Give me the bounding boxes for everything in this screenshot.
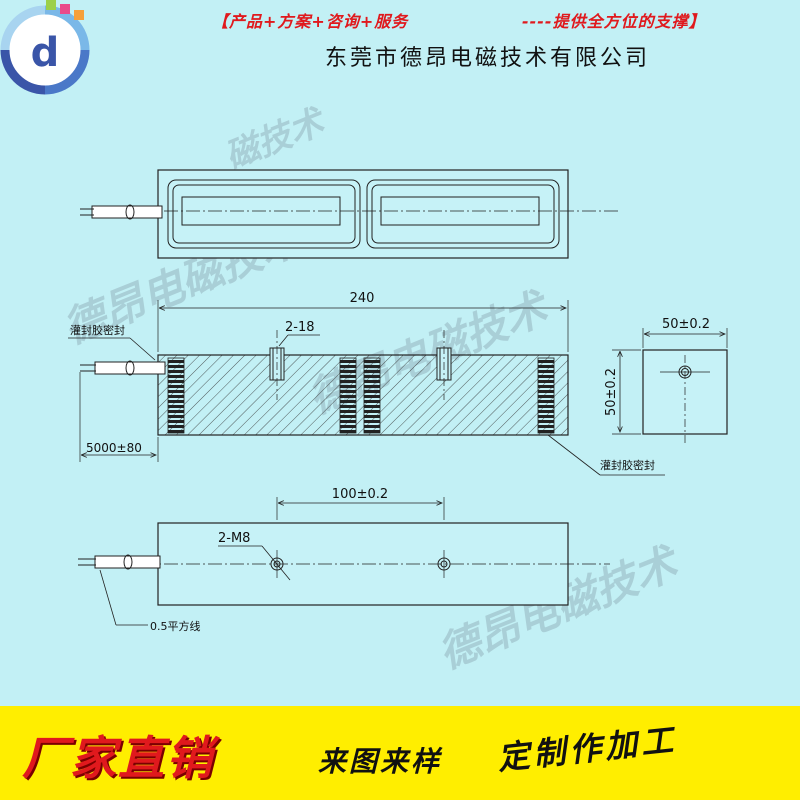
potting-label-left: 灌封胶密封: [70, 323, 125, 337]
banner-direct-sale: 厂家直销: [22, 731, 214, 785]
dim-length-label: 240: [350, 291, 375, 306]
dim-lead-label: 5000±80: [86, 441, 142, 455]
dim-width-label: 50±0.2: [662, 317, 710, 332]
svg-text:d: d: [31, 30, 60, 76]
slogan-left: 【产品+方案+咨询+服务: [212, 12, 409, 31]
company-name: 东莞市德昂电磁技术有限公司: [325, 46, 651, 71]
top-view: [80, 169, 620, 259]
dim-height-label: 50±0.2: [604, 368, 619, 416]
banner-samples: 来图来样: [318, 745, 443, 778]
promo-banner: [0, 706, 800, 800]
slogan-right: ----提供全方位的支撑】: [522, 12, 706, 31]
dim-pitch-label: 100±0.2: [332, 487, 388, 502]
potting-label-right: 灌封胶密封: [600, 458, 655, 472]
dim-hole-label: 2-18: [285, 320, 315, 335]
side-view: [612, 328, 728, 445]
section-view: [68, 300, 665, 476]
bottom-view: [78, 497, 610, 626]
wire-spec-label: 0.5平方线: [150, 619, 201, 633]
dim-thread-label: 2-M8: [218, 531, 250, 546]
logo-icon: d: [0, 0, 90, 95]
